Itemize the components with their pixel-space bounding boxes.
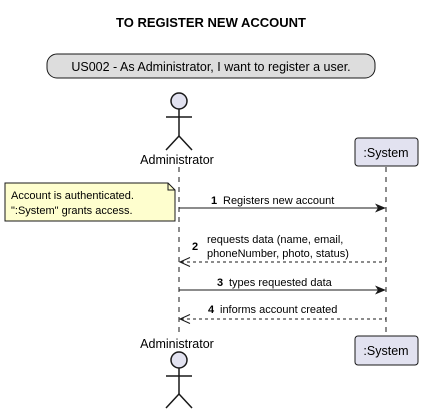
message-2-arrowhead-icon	[178, 257, 191, 267]
message-2-label-line-2: phoneNumber, photo, status)	[207, 248, 349, 260]
actor-figure-bottom	[165, 351, 193, 409]
message-4-number: 4	[208, 304, 215, 316]
system-participant-bottom	[354, 335, 419, 366]
actor-head-icon	[170, 92, 188, 110]
message-3-arrowhead-icon	[375, 285, 386, 295]
note-box	[4, 182, 176, 222]
actor-label-bottom: Administrator	[140, 337, 214, 351]
message-3-number: 3	[217, 277, 223, 289]
message-2-label-line-1: requests data (name, email,	[207, 234, 343, 246]
message-1-number: 1	[211, 195, 217, 207]
note-fold	[167, 183, 175, 191]
message-4-label: informs account created	[220, 304, 337, 316]
diagram-title: TO REGISTER NEW ACCOUNT	[116, 15, 306, 30]
system-participant-top	[354, 137, 419, 167]
message-1-arrowhead-icon	[375, 203, 386, 213]
actor-head-icon	[170, 351, 188, 369]
user-story-text: US002 - As Administrator, I want to regi…	[71, 60, 350, 74]
message-1-label: Registers new account	[223, 195, 334, 207]
system-label-bottom: :System	[363, 344, 408, 358]
actor-figure-top	[165, 92, 193, 151]
message-3-label: types requested data	[229, 277, 333, 289]
note-line-2: ":System" grants access.	[11, 205, 133, 217]
message-4-arrowhead-icon	[178, 314, 191, 324]
actor-label-top: Administrator	[140, 153, 214, 167]
message-2-number: 2	[192, 241, 198, 253]
note-line-1: Account is authenticated.	[11, 190, 134, 202]
system-label-top: :System	[363, 146, 408, 160]
user-story-box	[46, 53, 376, 79]
